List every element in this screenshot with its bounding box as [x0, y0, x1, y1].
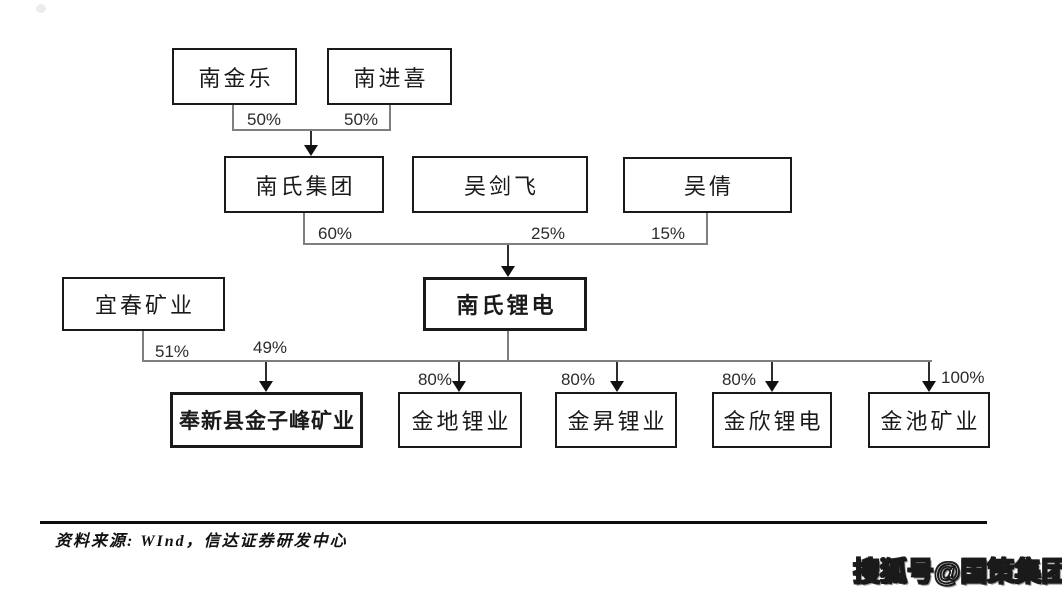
ownership-label: 25%: [530, 224, 566, 243]
node-jin-xin-li-dian: 金欣锂电: [712, 392, 832, 448]
node-wu-qian: 吴倩: [623, 157, 792, 213]
down-arrow-icon: [610, 381, 624, 392]
down-arrow-icon: [304, 145, 318, 156]
connector-line: [389, 105, 391, 131]
scan-artifact: [36, 4, 46, 13]
connector-line: [303, 243, 708, 245]
arrow-stem: [616, 362, 618, 382]
down-arrow-icon: [765, 381, 779, 392]
node-jin-sheng-li-ye: 金昇锂业: [555, 392, 677, 448]
arrow-stem: [458, 362, 460, 382]
node-nan-jin-xi: 南进喜: [327, 48, 452, 105]
ownership-label: 49%: [252, 338, 288, 357]
ownership-label: 60%: [317, 224, 353, 243]
sohu-watermark: 搜狐号@国策集团: [852, 556, 1062, 588]
connector-line: [142, 331, 144, 362]
footer-divider: [40, 521, 987, 524]
ownership-label: 80%: [721, 370, 756, 389]
ownership-label: 50%: [343, 110, 379, 129]
connector-line: [507, 331, 509, 362]
connector-line: [232, 129, 391, 131]
down-arrow-icon: [501, 266, 515, 277]
ownership-label: 100%: [941, 368, 985, 387]
connector-line: [232, 105, 234, 131]
ownership-label: 51%: [154, 342, 190, 361]
node-nan-shi-group: 南氏集团: [224, 156, 384, 213]
node-nan-shi-li-dian: 南氏锂电: [423, 277, 587, 331]
node-jin-chi-mining: 金池矿业: [868, 392, 990, 448]
source-note: 资料来源: WInd，信达证券研发中心: [55, 533, 348, 550]
down-arrow-icon: [452, 381, 466, 392]
ownership-label: 50%: [246, 110, 282, 129]
down-arrow-icon: [922, 381, 936, 392]
ownership-label: 80%: [417, 370, 452, 389]
arrow-stem: [310, 131, 312, 146]
connector-line: [706, 213, 708, 245]
down-arrow-icon: [259, 381, 273, 392]
arrow-stem: [507, 245, 509, 267]
node-jin-di-li-ye: 金地锂业: [398, 392, 522, 448]
node-wu-jian-fei: 吴剑飞: [412, 156, 588, 213]
connector-line: [303, 213, 305, 245]
arrow-stem: [771, 362, 773, 382]
arrow-stem: [265, 362, 267, 382]
connector-line: [142, 360, 932, 362]
node-nan-jin-le: 南金乐: [172, 48, 297, 105]
ownership-label: 15%: [650, 224, 686, 243]
ownership-label: 80%: [560, 370, 595, 389]
node-yi-chun-mining: 宜春矿业: [62, 277, 225, 331]
arrow-stem: [928, 362, 930, 382]
node-feng-xin-mining: 奉新县金子峰矿业: [170, 392, 363, 448]
